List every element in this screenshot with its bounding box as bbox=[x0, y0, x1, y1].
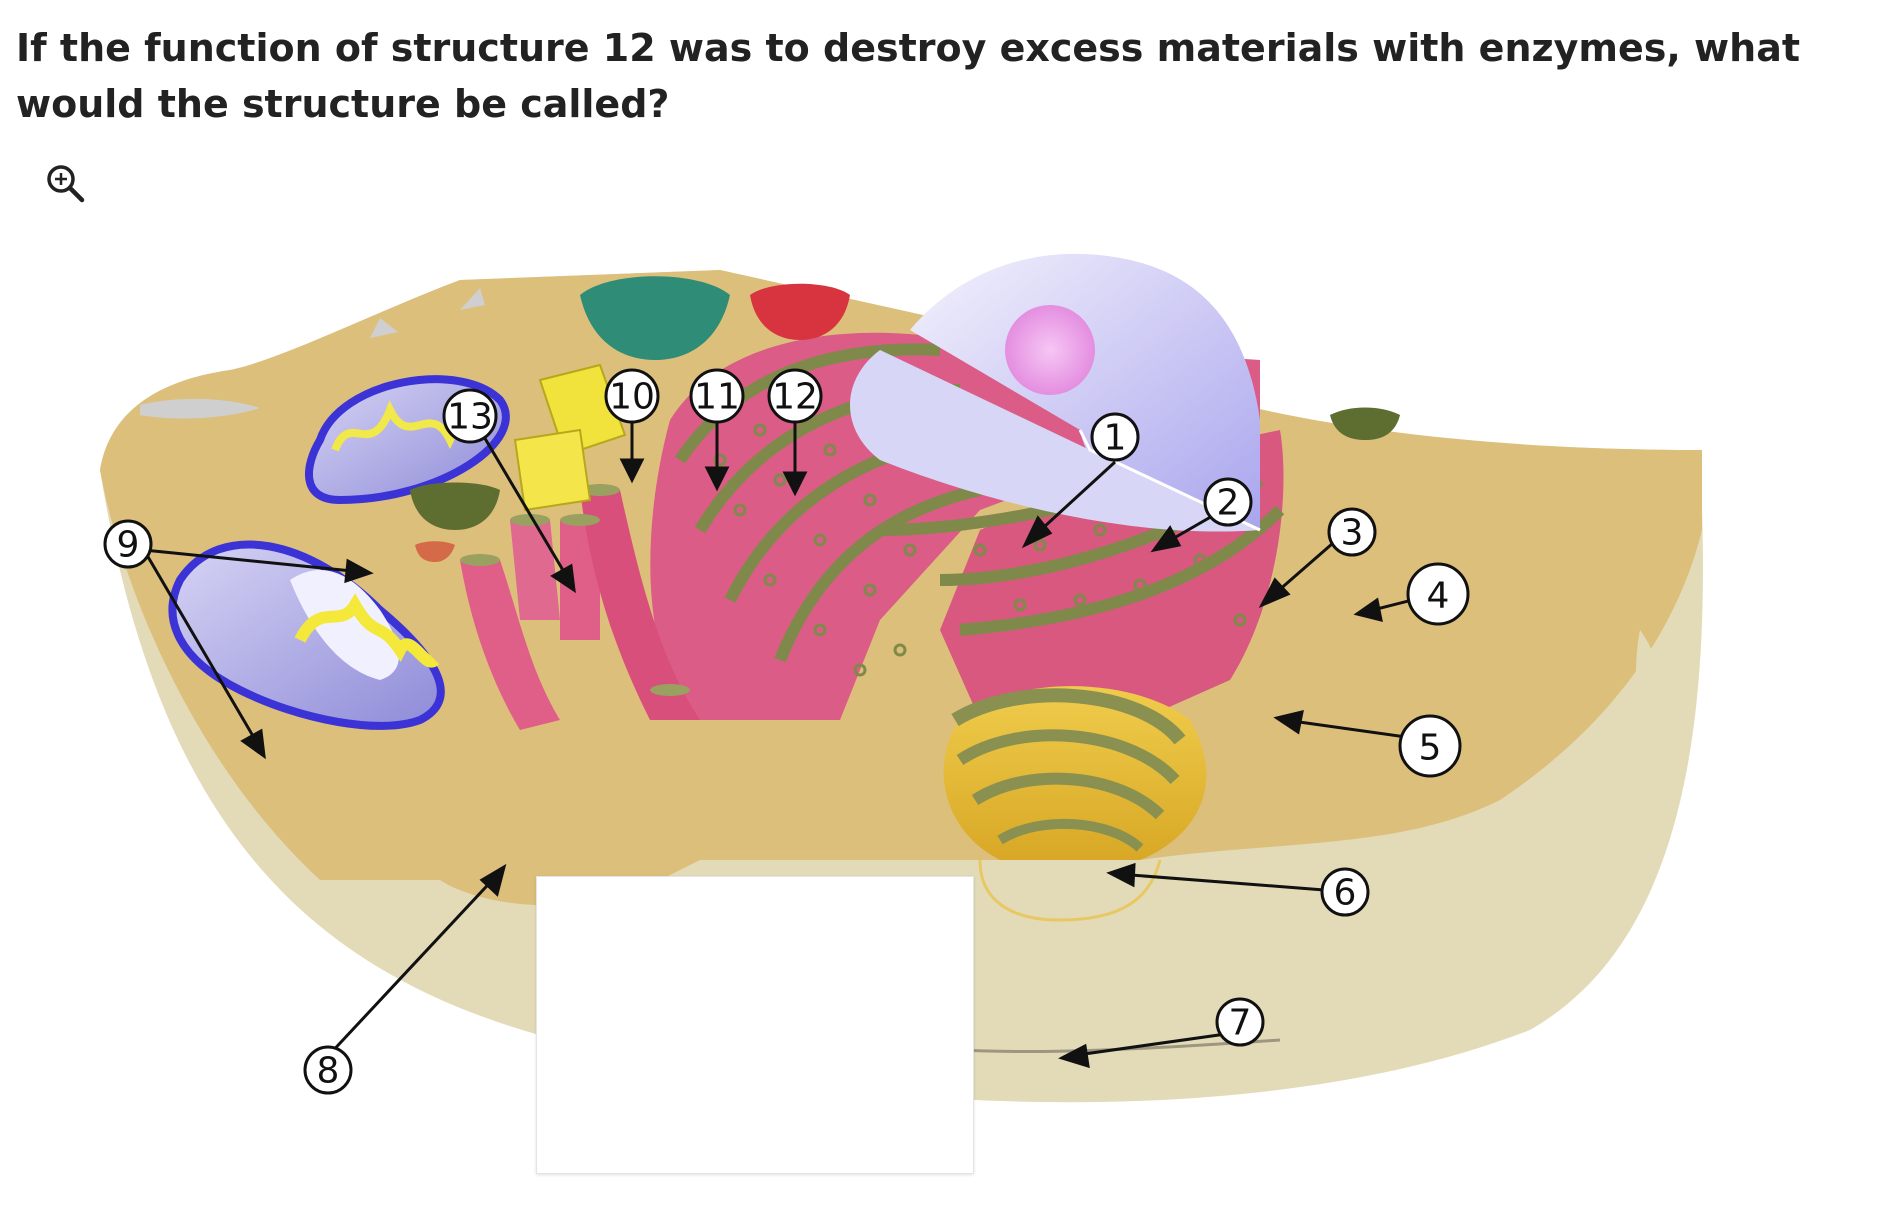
vesicle-4 bbox=[1330, 407, 1400, 440]
svg-text:6: 6 bbox=[1334, 873, 1357, 914]
svg-text:13: 13 bbox=[447, 397, 493, 438]
label-2: 2 bbox=[1203, 477, 1253, 527]
svg-text:5: 5 bbox=[1419, 728, 1442, 769]
label-6: 6 bbox=[1320, 867, 1370, 917]
svg-text:12: 12 bbox=[772, 377, 818, 418]
label-12: 12 bbox=[767, 368, 823, 424]
label-4: 4 bbox=[1406, 562, 1470, 626]
nucleus bbox=[850, 253, 1261, 532]
label-8: 8 bbox=[303, 1045, 353, 1095]
zoom-in-icon[interactable] bbox=[44, 162, 88, 206]
svg-text:11: 11 bbox=[694, 377, 740, 418]
pointer-arrows bbox=[142, 422, 1433, 1069]
svg-text:8: 8 bbox=[317, 1051, 340, 1092]
label-1: 1 bbox=[1090, 412, 1140, 462]
question-text: If the function of structure 12 was to d… bbox=[16, 26, 1801, 126]
svg-text:10: 10 bbox=[609, 377, 655, 418]
vesicle-12 bbox=[750, 283, 850, 340]
vesicle-10 bbox=[580, 276, 730, 360]
label-7: 7 bbox=[1215, 997, 1265, 1047]
label-10: 10 bbox=[604, 368, 660, 424]
svg-text:9: 9 bbox=[117, 525, 140, 566]
svg-text:1: 1 bbox=[1104, 418, 1127, 459]
centriole bbox=[513, 363, 627, 512]
svg-text:4: 4 bbox=[1427, 576, 1450, 617]
answer-box[interactable] bbox=[536, 876, 974, 1174]
svg-text:7: 7 bbox=[1229, 1003, 1252, 1044]
svg-text:2: 2 bbox=[1217, 483, 1240, 524]
vesicle-tiny bbox=[415, 541, 455, 562]
structure-labels: 1 2 3 4 5 6 7 8 9 10 11 12 13 bbox=[103, 368, 1470, 1095]
svg-text:3: 3 bbox=[1341, 513, 1364, 554]
vesicle-small bbox=[410, 482, 500, 530]
animal-cell-diagram: 1 2 3 4 5 6 7 8 9 10 11 12 13 bbox=[100, 253, 1703, 1103]
label-9: 9 bbox=[103, 519, 153, 569]
mitochondrion-lower bbox=[168, 540, 445, 730]
label-5: 5 bbox=[1398, 714, 1462, 778]
label-3: 3 bbox=[1327, 507, 1377, 557]
label-13: 13 bbox=[442, 388, 498, 444]
golgi-apparatus bbox=[943, 686, 1207, 922]
label-11: 11 bbox=[689, 368, 745, 424]
